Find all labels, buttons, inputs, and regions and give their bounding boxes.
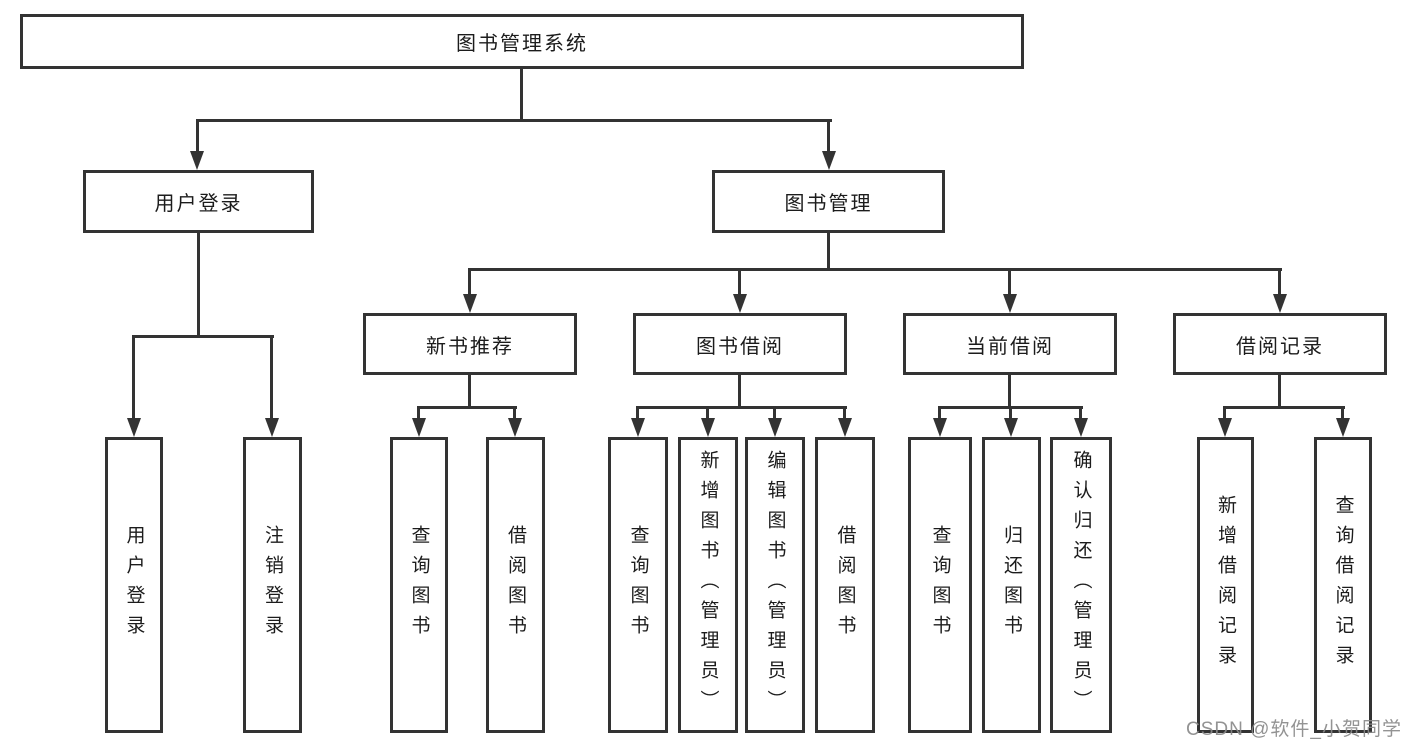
arrowhead-down-icon bbox=[508, 418, 522, 437]
arrowhead-down-icon bbox=[1336, 418, 1350, 437]
arrowhead-down-icon bbox=[838, 418, 852, 437]
leaf-label: 查询图书 bbox=[627, 525, 649, 645]
leaf-query-book-borrow: 查询图书 bbox=[608, 437, 668, 733]
leaf-label: 查询图书 bbox=[929, 525, 951, 645]
node-book-borrow: 图书借阅 bbox=[633, 313, 847, 375]
leaf-add-book-admin: 新增图书（管理员） bbox=[678, 437, 738, 733]
connector-line bbox=[132, 337, 135, 420]
connector-line bbox=[938, 406, 1083, 409]
arrowhead-down-icon bbox=[1218, 418, 1232, 437]
leaf-label: 新增图书（管理员） bbox=[697, 450, 719, 720]
connector-line bbox=[1341, 408, 1344, 420]
connector-line bbox=[468, 268, 1282, 271]
arrowhead-down-icon bbox=[1004, 418, 1018, 437]
leaf-label: 借阅图书 bbox=[834, 525, 856, 645]
connector-line bbox=[270, 337, 273, 420]
connector-line bbox=[132, 335, 274, 338]
arrowhead-down-icon bbox=[733, 294, 747, 313]
leaf-label: 确认归还（管理员） bbox=[1070, 450, 1092, 720]
leaf-label: 注销登录 bbox=[262, 525, 283, 645]
connector-line bbox=[636, 408, 639, 420]
leaf-borrow-book-recommend: 借阅图书 bbox=[486, 437, 545, 733]
arrowhead-down-icon bbox=[822, 151, 836, 170]
connector-line bbox=[1008, 270, 1011, 296]
leaf-label: 归还图书 bbox=[1001, 525, 1022, 645]
connector-line bbox=[417, 408, 420, 420]
leaf-return-book: 归还图书 bbox=[982, 437, 1041, 733]
node-new-book-recommend: 新书推荐 bbox=[363, 313, 577, 375]
leaf-borrow-book: 借阅图书 bbox=[815, 437, 875, 733]
connector-line bbox=[706, 408, 709, 420]
leaf-add-borrow-record: 新增借阅记录 bbox=[1197, 437, 1254, 733]
connector-line bbox=[843, 408, 846, 420]
arrowhead-down-icon bbox=[1273, 294, 1287, 313]
connector-line bbox=[196, 120, 199, 153]
arrowhead-down-icon bbox=[701, 418, 715, 437]
arrowhead-down-icon bbox=[631, 418, 645, 437]
connector-line bbox=[196, 119, 832, 122]
arrowhead-down-icon bbox=[768, 418, 782, 437]
arrowhead-down-icon bbox=[1074, 418, 1088, 437]
leaf-label: 编辑图书（管理员） bbox=[764, 450, 786, 720]
leaf-query-book-current: 查询图书 bbox=[908, 437, 972, 733]
connector-line bbox=[738, 270, 741, 296]
connector-line bbox=[513, 408, 516, 420]
leaf-label: 查询图书 bbox=[408, 525, 430, 645]
connector-line bbox=[1278, 270, 1281, 296]
arrowhead-down-icon bbox=[127, 418, 141, 437]
connector-line bbox=[738, 375, 741, 409]
connector-line bbox=[773, 408, 776, 420]
leaf-user-login: 用户登录 bbox=[105, 437, 163, 733]
connector-line bbox=[1079, 408, 1082, 420]
connector-line bbox=[468, 270, 471, 296]
arrowhead-down-icon bbox=[265, 418, 279, 437]
connector-line bbox=[1223, 406, 1345, 409]
node-root-library-system: 图书管理系统 bbox=[20, 14, 1024, 69]
leaf-logout: 注销登录 bbox=[243, 437, 302, 733]
csdn-watermark: CSDN @软件_小贺同学 bbox=[1186, 719, 1402, 740]
leaf-label: 借阅图书 bbox=[505, 525, 526, 645]
connector-line bbox=[827, 120, 830, 153]
connector-line bbox=[468, 375, 471, 409]
leaf-label: 查询借阅记录 bbox=[1332, 495, 1354, 675]
arrowhead-down-icon bbox=[933, 418, 947, 437]
connector-line bbox=[1223, 408, 1226, 420]
connector-line bbox=[636, 406, 847, 409]
arrowhead-down-icon bbox=[1003, 294, 1017, 313]
connector-line bbox=[197, 233, 200, 338]
connector-line bbox=[1278, 375, 1281, 409]
connector-line bbox=[1009, 408, 1012, 420]
connector-line bbox=[520, 69, 523, 121]
arrowhead-down-icon bbox=[463, 294, 477, 313]
connector-line bbox=[417, 406, 517, 409]
node-book-management: 图书管理 bbox=[712, 170, 945, 233]
arrowhead-down-icon bbox=[412, 418, 426, 437]
connector-line bbox=[938, 408, 941, 420]
leaf-edit-book-admin: 编辑图书（管理员） bbox=[745, 437, 805, 733]
node-user-login: 用户登录 bbox=[83, 170, 314, 233]
leaf-confirm-return-admin: 确认归还（管理员） bbox=[1050, 437, 1112, 733]
node-borrow-records: 借阅记录 bbox=[1173, 313, 1387, 375]
connector-line bbox=[1008, 375, 1011, 409]
leaf-label: 新增借阅记录 bbox=[1215, 495, 1236, 675]
arrowhead-down-icon bbox=[190, 151, 204, 170]
leaf-query-borrow-record: 查询借阅记录 bbox=[1314, 437, 1372, 733]
leaf-query-book-recommend: 查询图书 bbox=[390, 437, 448, 733]
connector-line bbox=[827, 233, 830, 271]
node-current-borrow: 当前借阅 bbox=[903, 313, 1117, 375]
leaf-label: 用户登录 bbox=[123, 525, 145, 645]
